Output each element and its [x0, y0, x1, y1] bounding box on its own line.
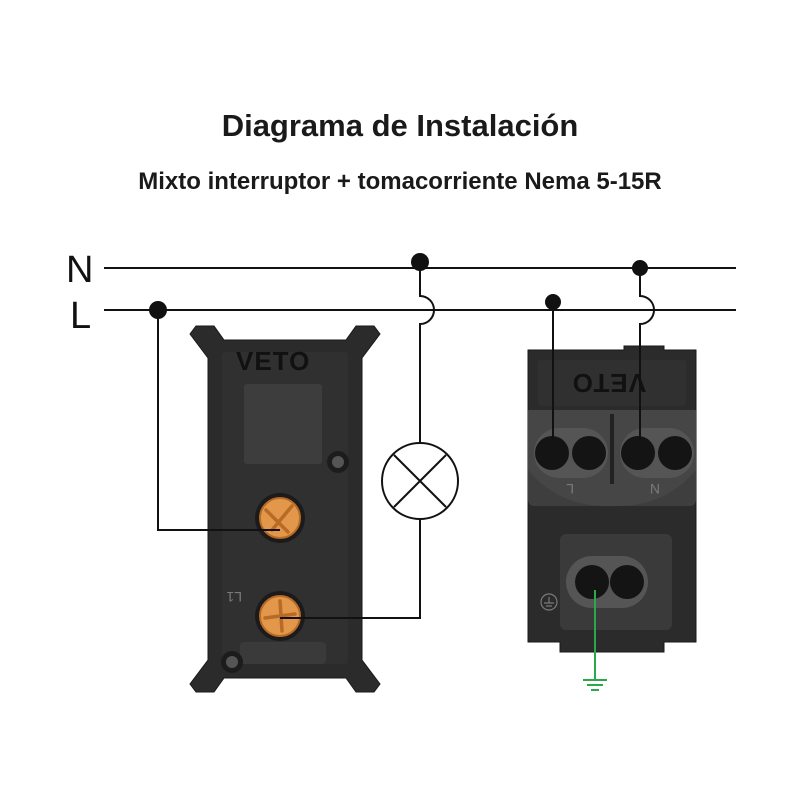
ground-wire [583, 590, 607, 691]
switch-lever [244, 384, 322, 464]
line-label: L [70, 295, 91, 337]
diagram-subtitle: Mixto interruptor + tomacorriente Nema 5… [138, 168, 662, 195]
socket-ground-icon [566, 556, 648, 608]
outlet-brand: VETO [572, 368, 646, 398]
outlet-module: VETO L N [527, 345, 697, 653]
ground-symbol-icon [540, 593, 558, 611]
junction-dot [149, 301, 167, 319]
switch-brand: VETO [236, 346, 310, 376]
neutral-label: N [66, 249, 93, 291]
outlet-terminal-n-label: N [650, 481, 660, 497]
lamp-icon [381, 442, 459, 520]
junction-dot [411, 253, 429, 271]
socket-l-icon [534, 428, 608, 478]
switch-terminal-label: L1 [226, 589, 242, 605]
screw-icon [255, 591, 305, 641]
screw-icon [255, 493, 305, 543]
outlet-terminal-l-label: L [566, 481, 574, 497]
junction-dot [632, 260, 648, 276]
diagram-title: Diagrama de Instalación [221, 108, 579, 143]
junction-dot [545, 294, 561, 310]
socket-n-icon [620, 428, 694, 478]
switch-module: VETO L1 [189, 325, 381, 693]
wiring [157, 262, 655, 619]
